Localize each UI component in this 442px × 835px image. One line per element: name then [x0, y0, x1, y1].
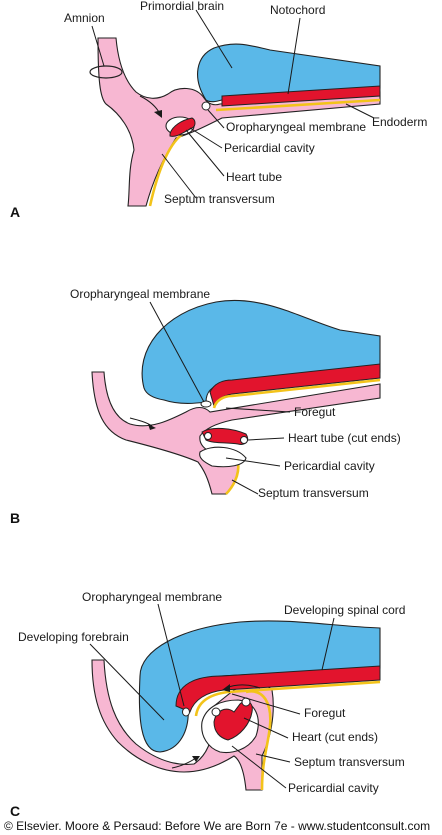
panel-b-pericardial-cavity — [199, 446, 247, 468]
leader-septum-a — [161, 153, 197, 199]
label-amnion: Amnion — [64, 11, 105, 25]
label-septum-transversum-b: Septum transversum — [258, 486, 369, 500]
leader-pericardial-b — [225, 457, 281, 467]
panel-letter-b: B — [10, 510, 20, 526]
leader-heart-tube-b — [247, 437, 285, 441]
panel-b-septum-edge — [225, 461, 240, 495]
label-heart-tube-a: Heart tube — [226, 170, 282, 184]
leader-pericardial-c — [231, 745, 287, 789]
panel-c-endoderm — [194, 680, 381, 717]
leader-foregut-b — [225, 407, 291, 413]
panel-b-endoderm — [212, 378, 381, 409]
label-septum-transversum-a: Septum transversum — [164, 192, 275, 206]
panel-a-ectoderm — [97, 37, 381, 207]
panel-a-oropharyngeal-membrane — [201, 101, 211, 111]
label-pericardial-cavity-c: Pericardial cavity — [288, 781, 379, 795]
leader-amnion — [91, 25, 105, 67]
panel-c-foregut-arrow-head — [222, 684, 230, 692]
label-oropharyngeal-membrane-c: Oropharyngeal membrane — [82, 590, 222, 604]
leader-foregut-c — [231, 693, 301, 715]
panel-b-arrow-head — [148, 424, 156, 430]
panel-c-septum-edge — [245, 690, 272, 791]
panel-a-endoderm — [215, 98, 381, 112]
panel-c-heart-cut-end-left — [211, 707, 221, 717]
panel-a-notochord — [221, 85, 381, 107]
leader-heart-c — [243, 717, 289, 739]
label-primordial-brain: Primordial brain — [140, 0, 224, 13]
panel-b: Oropharyngeal membrane Foregut Heart tub… — [10, 287, 401, 526]
leader-septum-c — [255, 753, 291, 763]
leader-pericardial-a — [189, 127, 223, 149]
panel-b-heart-cut-end-right — [240, 436, 248, 444]
panel-c-oropharyngeal-membrane — [182, 707, 190, 717]
label-endoderm: Endoderm — [372, 115, 427, 129]
label-pericardial-cavity-b: Pericardial cavity — [284, 459, 375, 473]
label-foregut-c: Foregut — [304, 706, 346, 720]
leader-oropharyngeal-c — [157, 603, 185, 707]
panel-c: Oropharyngeal membrane Developing spinal… — [10, 590, 405, 819]
label-pericardial-cavity-a: Pericardial cavity — [224, 141, 315, 155]
label-developing-spinal-cord: Developing spinal cord — [284, 603, 405, 617]
leader-heart-tube-a — [185, 129, 225, 177]
leader-primordial-brain — [195, 9, 233, 69]
label-notochord: Notochord — [270, 3, 325, 17]
panel-letter-c: C — [10, 803, 20, 819]
panel-c-notochord — [175, 665, 381, 713]
label-oropharyngeal-membrane-a: Oropharyngeal membrane — [226, 120, 366, 134]
leader-notochord — [287, 17, 301, 95]
label-oropharyngeal-membrane-b: Oropharyngeal membrane — [70, 287, 210, 301]
copyright-credit: © Elsevier. Moore & Persaud: Before We a… — [4, 819, 430, 833]
panel-letter-a: A — [10, 204, 20, 220]
panel-a-arrow-head — [154, 110, 162, 118]
panel-b-oropharyngeal-membrane — [200, 400, 212, 408]
leader-oropharyngeal-a — [207, 109, 225, 129]
panel-b-heart-cut-end-left — [204, 432, 212, 440]
label-heart-tube-cut-ends-b: Heart tube (cut ends) — [288, 431, 401, 445]
leader-septum-b — [231, 479, 259, 495]
panel-a: Amnion Primordial brain Notochord Endode… — [10, 0, 427, 220]
label-heart-cut-ends: Heart (cut ends) — [292, 730, 378, 744]
panel-c-ectoderm — [91, 659, 274, 791]
label-developing-forebrain: Developing forebrain — [18, 630, 129, 644]
panel-c-arrow-head — [192, 756, 200, 762]
panel-a-heart-tube — [169, 117, 196, 137]
label-foregut-b: Foregut — [294, 405, 336, 419]
panel-c-heart — [213, 700, 253, 741]
leader-forebrain-c — [89, 643, 165, 721]
panel-b-folding-arrow — [129, 417, 153, 427]
leader-oropharyngeal-b — [149, 301, 205, 403]
primordial-brain-shape — [197, 43, 381, 103]
leader-endoderm — [345, 103, 375, 119]
leader-spinal-cord-c — [321, 617, 335, 671]
label-septum-transversum-c: Septum transversum — [294, 755, 405, 769]
amnion-ring — [89, 65, 123, 79]
